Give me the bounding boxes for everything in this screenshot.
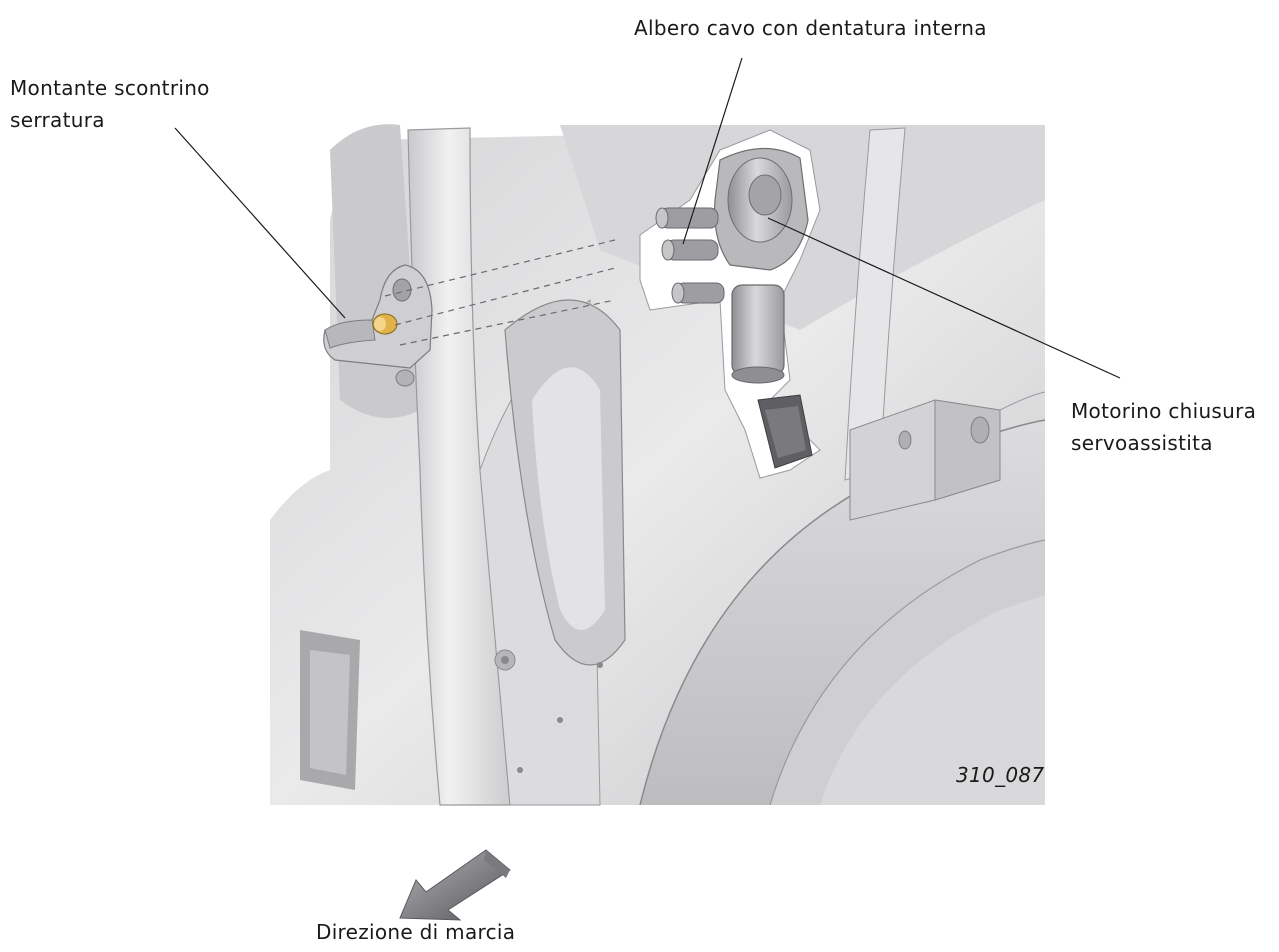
label-lock-striker-line2: serratura bbox=[10, 104, 210, 136]
label-lock-motor-line1: Motorino chiusura bbox=[1071, 395, 1256, 427]
figure-code: 310_087 bbox=[956, 759, 1044, 791]
label-lock-striker-line1: Montante scontrino bbox=[10, 72, 210, 104]
direction-of-travel-arrow-icon bbox=[398, 848, 518, 924]
label-lock-striker: Montante scontrino serratura bbox=[10, 72, 210, 136]
label-lock-motor-line2: servoassistita bbox=[1071, 427, 1256, 459]
label-lock-motor: Motorino chiusura servoassistita bbox=[1071, 395, 1256, 459]
label-direction-of-travel: Direzione di marcia bbox=[316, 916, 515, 948]
label-hollow-shaft: Albero cavo con dentatura interna bbox=[634, 12, 987, 44]
